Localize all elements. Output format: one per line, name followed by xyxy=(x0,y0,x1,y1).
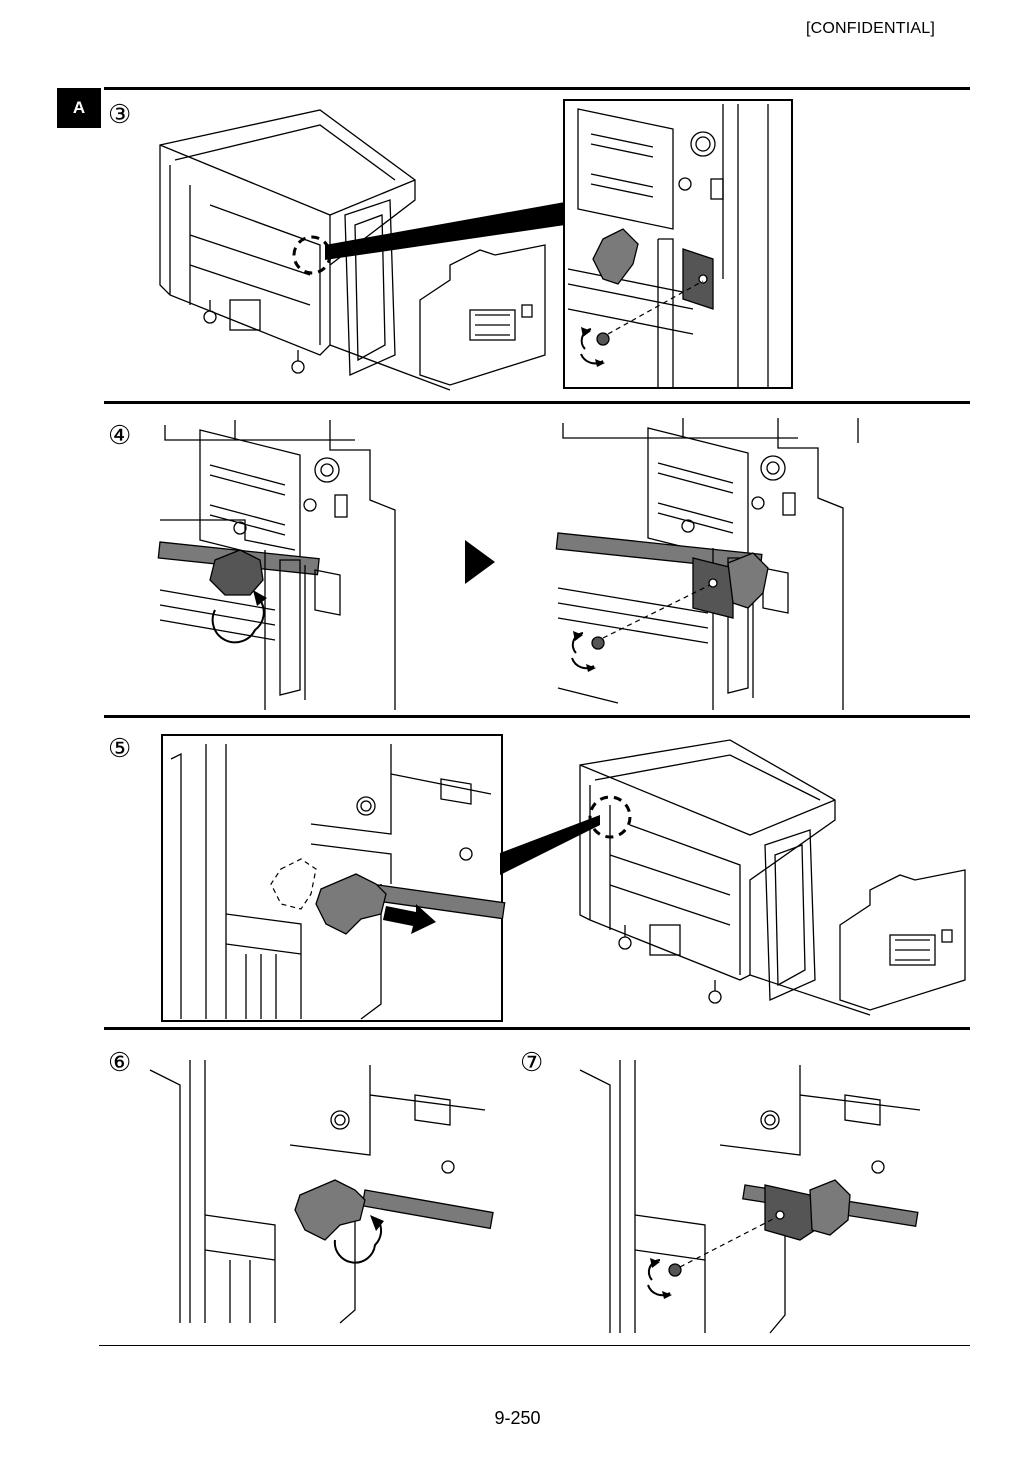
machine-overview-illustration xyxy=(159,109,565,391)
step-7-illustration xyxy=(579,1060,921,1334)
machine-overview-step-5 xyxy=(500,739,966,1016)
arrow-next-icon xyxy=(465,540,495,584)
zoom-detail-step-3 xyxy=(563,99,793,389)
step-number-3: ③ xyxy=(108,99,132,129)
page-number: 9-250 xyxy=(494,1408,541,1428)
step-number-6: ⑥ xyxy=(108,1047,132,1077)
step-number-5: ⑤ xyxy=(108,733,132,763)
step-4-after-illustration xyxy=(555,418,859,710)
divider-step-5 xyxy=(104,715,970,718)
step-6-illustration xyxy=(149,1060,494,1324)
confidential-label: [CONFIDENTIAL] xyxy=(805,20,935,37)
zoom-detail-step-5 xyxy=(161,734,506,1022)
divider-bottom xyxy=(99,1345,970,1346)
section-tag: A xyxy=(57,88,101,128)
step-4-before-illustration xyxy=(157,420,396,710)
divider-step-6 xyxy=(104,1027,970,1030)
step-number-4: ④ xyxy=(108,420,132,450)
divider-step-4 xyxy=(104,401,970,404)
step-number-7: ⑦ xyxy=(520,1047,544,1077)
divider-top xyxy=(104,87,970,90)
